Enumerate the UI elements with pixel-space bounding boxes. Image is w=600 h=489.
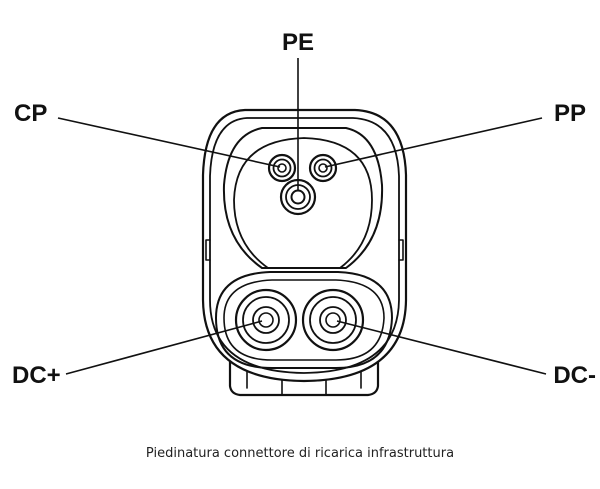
pp-label: PP xyxy=(554,100,586,127)
connector-side-rib-right xyxy=(398,239,404,261)
connector-bottom-tab xyxy=(228,360,380,397)
dc-minus-pin-inner xyxy=(325,312,341,328)
dc-minus-label: DC- xyxy=(553,362,596,389)
ac-section-inner-circle xyxy=(233,137,373,269)
dc-section-outer xyxy=(215,271,393,369)
cp-pin-outer xyxy=(267,153,297,183)
ac-section-outer xyxy=(222,127,384,269)
dc-plus-pin-outer xyxy=(234,288,298,352)
cp-leader-line xyxy=(57,117,281,168)
dc-plus-pin-ring xyxy=(242,296,290,344)
connector-side-rib-left xyxy=(205,239,211,261)
cp-label: CP xyxy=(14,100,47,127)
pe-pin-inner xyxy=(290,189,306,205)
dc-minus-pin-outer xyxy=(301,288,365,352)
cp-pin-inner xyxy=(277,163,287,173)
dc-plus-pin-inner xyxy=(258,312,274,328)
dc-minus-pin-ring xyxy=(309,296,357,344)
pp-leader-line xyxy=(324,117,543,168)
pp-pin-inner xyxy=(318,163,328,173)
dc-section-inner xyxy=(223,279,385,361)
cp-pin-mid xyxy=(272,158,292,178)
connector-outer-housing xyxy=(201,108,408,383)
dc-plus-leader-line xyxy=(65,320,263,375)
dc-minus-pin-mid xyxy=(319,306,347,334)
pe-label: PE xyxy=(282,29,314,56)
figure-caption: Piedinatura connettore di ricarica infra… xyxy=(145,446,455,461)
connector-bottom-tab-inner xyxy=(246,371,362,396)
pp-pin-mid xyxy=(313,158,333,178)
dc-minus-leader-line xyxy=(336,320,547,375)
dc-plus-label: DC+ xyxy=(12,362,61,389)
pp-pin-outer xyxy=(308,153,338,183)
dc-plus-pin-mid xyxy=(252,306,280,334)
